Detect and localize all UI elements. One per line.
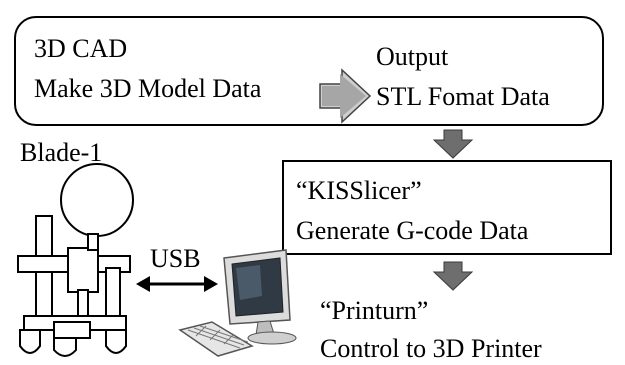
down-arrow-icon [432, 129, 474, 159]
computer-icon [178, 249, 297, 357]
slicer-description: Generate G-code Data [296, 216, 529, 245]
robot-head [60, 163, 134, 237]
robot-wheel [53, 337, 77, 357]
robot-wheel [105, 329, 127, 354]
robot-label: Blade-1 [20, 138, 103, 167]
output-description: STL Fomat Data [376, 82, 550, 111]
printurn-title: “Printurn” [320, 296, 429, 325]
down-arrow-icon [432, 261, 474, 291]
usb-connection-arrow [136, 276, 218, 292]
slicer-process-box [282, 160, 612, 255]
cad-title: 3D CAD [34, 34, 128, 63]
robot-torso [67, 247, 99, 293]
right-arrow-icon [319, 68, 372, 124]
output-title: Output [376, 42, 449, 71]
cad-process-box [14, 16, 604, 126]
printurn-description: Control to 3D Printer [320, 334, 542, 363]
robot-illustration [17, 163, 134, 357]
robot-base-block [53, 321, 91, 339]
slicer-title: “KISSlicer” [296, 176, 422, 205]
cad-description: Make 3D Model Data [34, 74, 262, 103]
usb-label: USB [150, 244, 201, 273]
robot-wheel [19, 329, 41, 354]
robot-neck [87, 233, 99, 251]
